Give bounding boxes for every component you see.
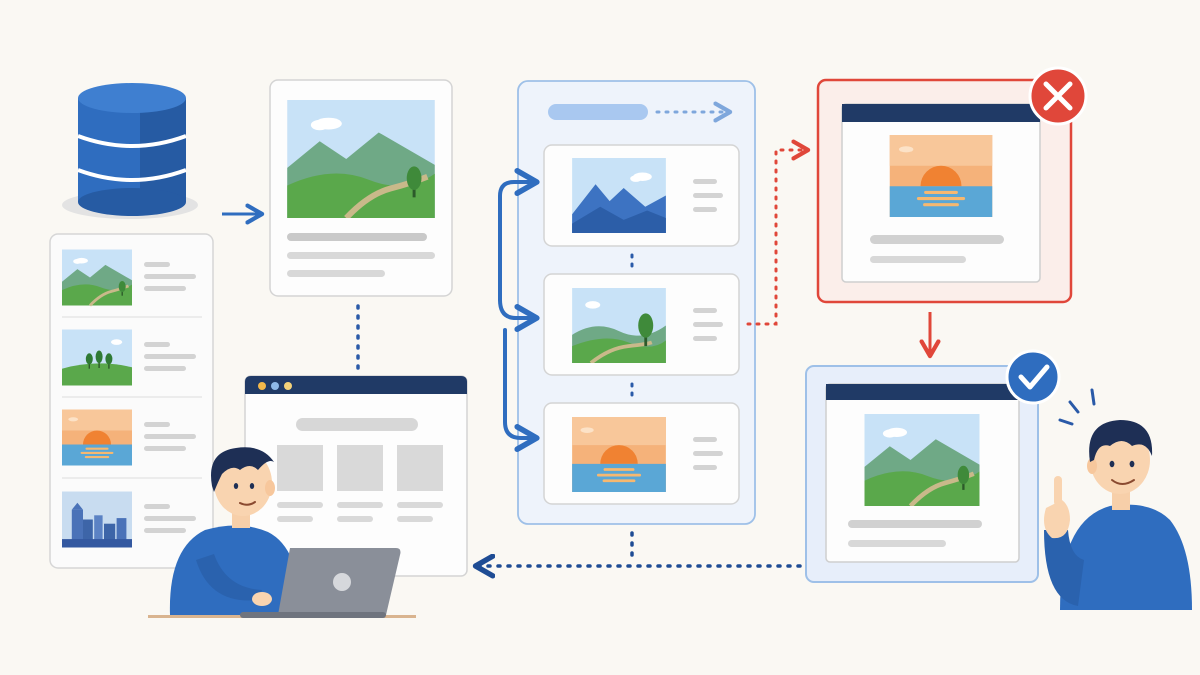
selected-image-card[interactable] [269,79,453,297]
checkmark-icon [1005,349,1061,405]
candidate-card[interactable] [543,144,740,247]
accepted-option-card[interactable] [805,365,1039,583]
window-dot-icon [284,382,292,390]
list-item[interactable] [62,408,196,467]
list-item[interactable] [62,247,196,308]
rejected-option-card[interactable] [816,78,1073,304]
image-library-panel [49,233,214,569]
candidate-card[interactable] [543,273,740,376]
database-icon [62,83,198,219]
candidate-card[interactable] [543,402,740,505]
person-with-idea [1044,388,1192,610]
browser-window[interactable] [244,375,468,577]
list-item[interactable] [62,491,196,548]
branch-arrows [498,168,540,452]
candidate-panel [517,80,756,525]
close-icon [1028,66,1088,126]
window-dot-icon [258,382,266,390]
list-item[interactable] [62,329,196,386]
person-at-laptop [148,447,416,618]
window-dot-icon [271,382,279,390]
arrow-to-rejected [746,139,811,326]
